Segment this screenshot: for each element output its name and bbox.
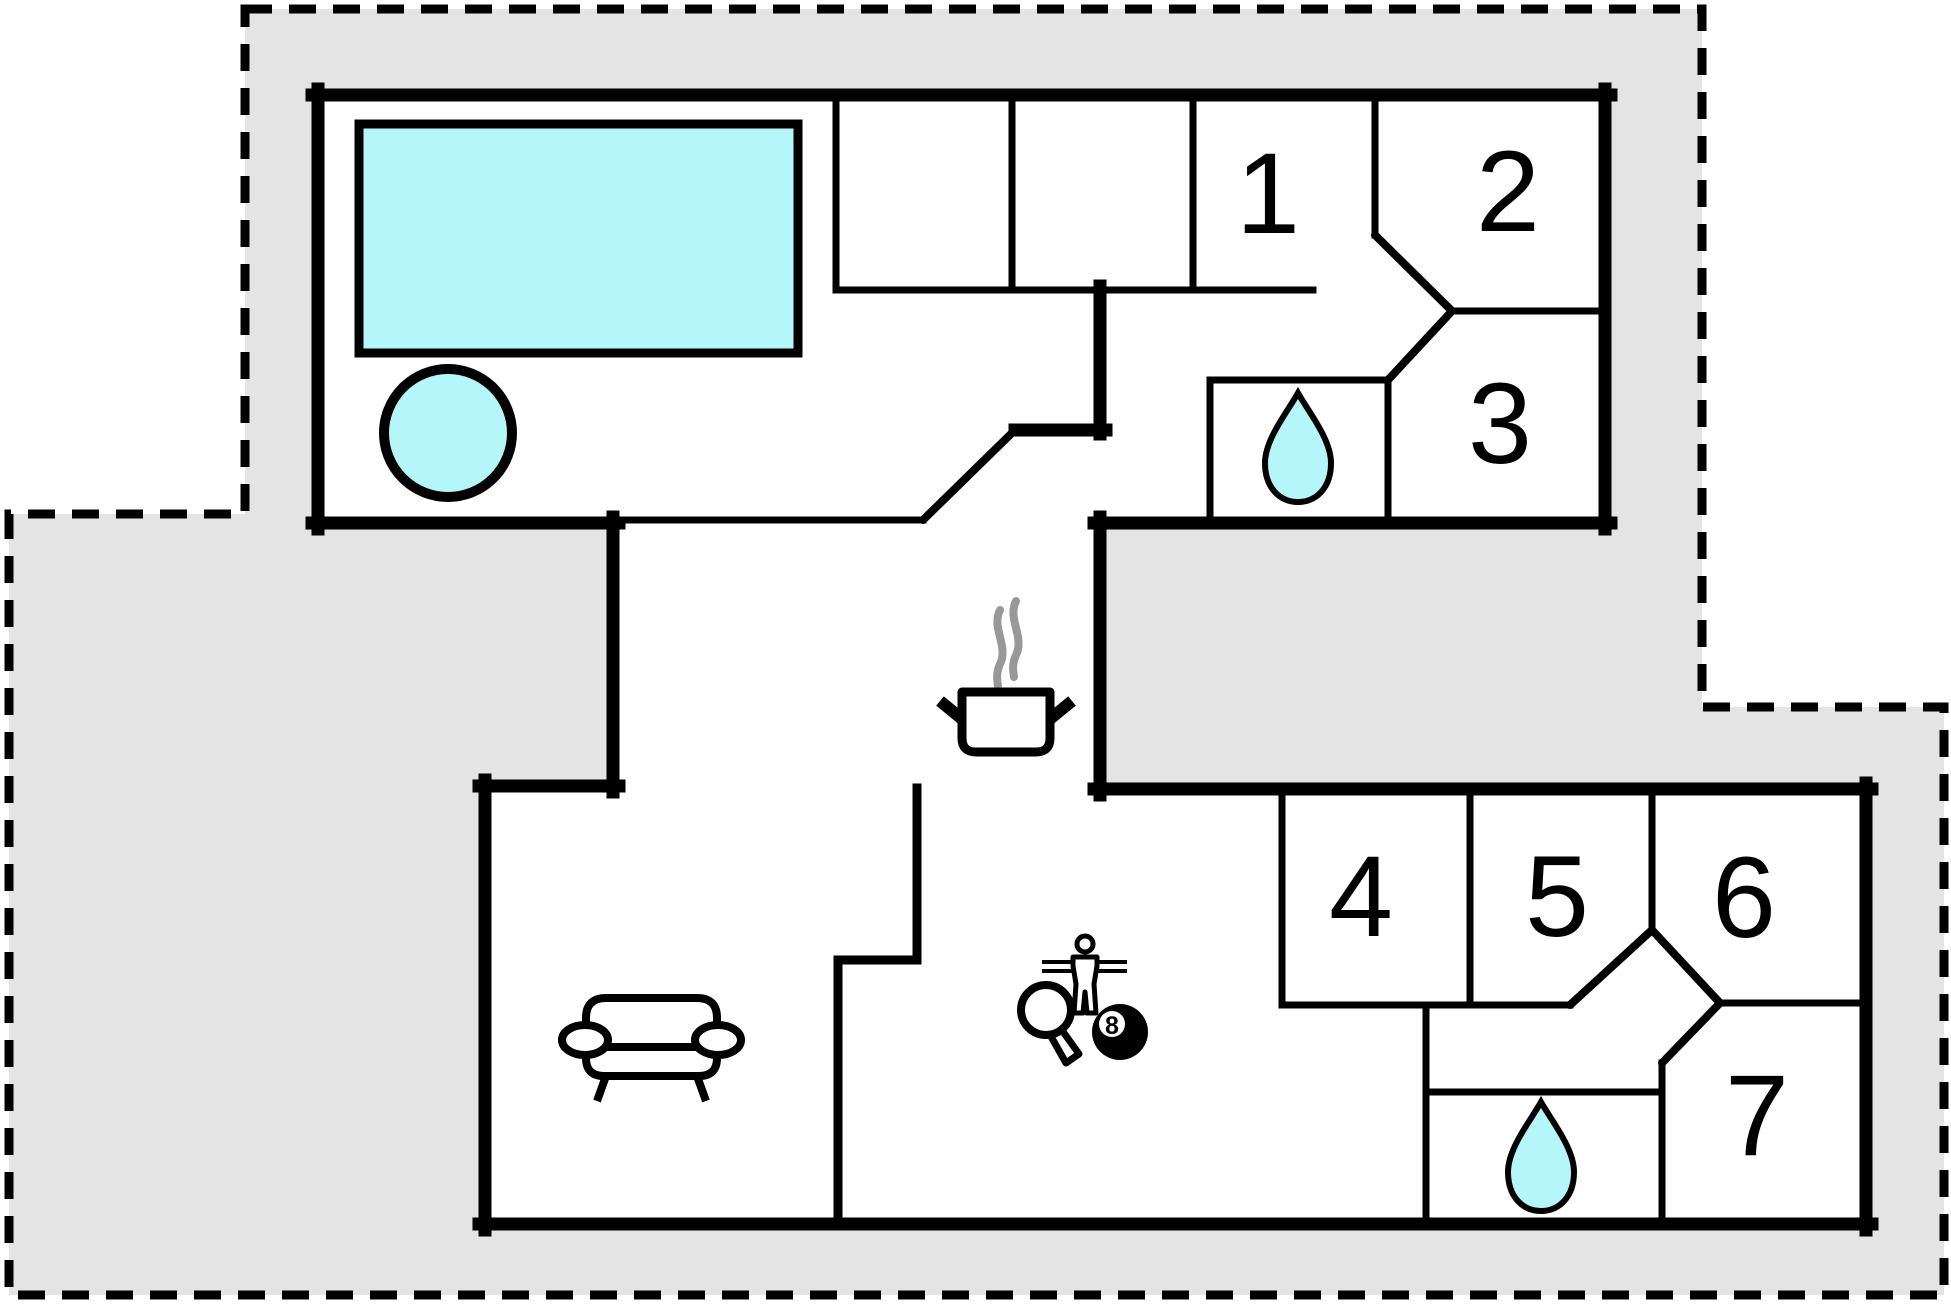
room-label-6: 6	[1712, 834, 1776, 962]
sofa-armrest-left	[558, 1021, 612, 1059]
cooking-pot-icon	[936, 597, 1076, 757]
pot-body	[957, 687, 1055, 757]
swimming-pool-icon	[354, 119, 803, 358]
water-drop-icon-lower	[1504, 1095, 1578, 1215]
lower-building-interior	[485, 517, 1866, 1224]
foosball-player-head	[1074, 933, 1096, 955]
table-tennis-paddle-icon	[1017, 981, 1083, 1067]
water-drop-icon-upper	[1261, 386, 1335, 506]
room-label-7: 7	[1725, 1052, 1789, 1180]
sofa-armrest-right	[691, 1021, 745, 1059]
eight-ball-circle	[1099, 1011, 1125, 1037]
paddle-blade	[1017, 981, 1075, 1039]
room-label-4: 4	[1329, 833, 1393, 961]
interior-walls	[615, 91, 1870, 1228]
room-label-1: 1	[1236, 130, 1300, 258]
room-label-3: 3	[1468, 360, 1532, 488]
partition-wall	[833, 783, 922, 1229]
sofa-back	[582, 994, 721, 1047]
sofa-icon	[558, 994, 745, 1103]
eight-ball-number: 8	[1105, 1012, 1119, 1040]
hot-tub-icon	[379, 364, 517, 502]
room-label-2: 2	[1476, 128, 1540, 256]
room-label-5: 5	[1525, 833, 1589, 961]
eight-ball-icon: 8	[1092, 1004, 1148, 1060]
steam-icon	[993, 597, 1023, 690]
foosball-player-body	[1070, 954, 1100, 1016]
room-labels: 1 2 3 4 5 6 7	[1236, 128, 1789, 1180]
foosball-player-icon	[1042, 933, 1127, 1016]
door-diagonals	[919, 231, 1724, 1067]
sofa-legs	[593, 1074, 710, 1103]
